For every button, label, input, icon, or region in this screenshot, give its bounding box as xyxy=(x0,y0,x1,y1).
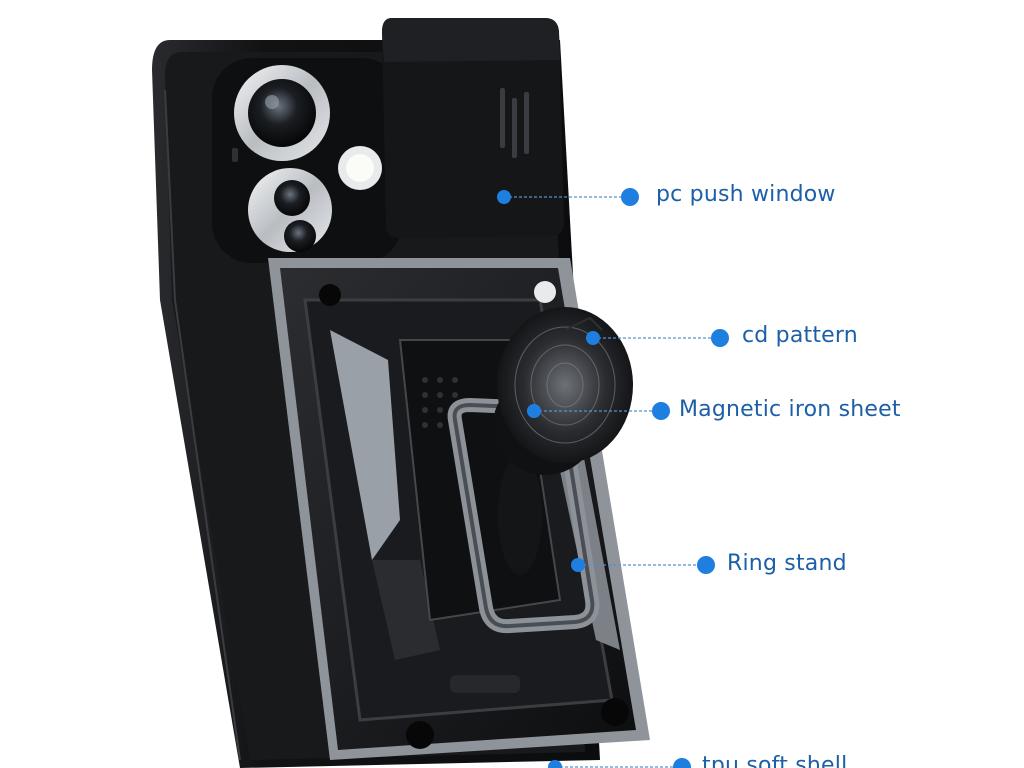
label-tpu-soft-shell: tpu soft shell xyxy=(702,753,848,768)
marker-dot xyxy=(548,760,562,768)
camera-lens-top xyxy=(248,79,316,147)
marker-dot xyxy=(673,758,691,768)
marker-dot xyxy=(697,556,715,574)
camera-module xyxy=(212,58,402,263)
magnetic-disc xyxy=(493,307,633,475)
marker-dot xyxy=(711,329,729,347)
marker-dot xyxy=(652,402,670,420)
cd-pattern xyxy=(497,307,633,463)
marker-dot xyxy=(586,331,600,345)
marker-dot xyxy=(497,190,511,204)
callout-leaders xyxy=(497,188,729,768)
label-pc-push-window: pc push window xyxy=(656,182,836,207)
label-ring-stand: Ring stand xyxy=(727,551,847,576)
marker-dot xyxy=(571,558,585,572)
marker-dot xyxy=(621,188,639,206)
ring-stand xyxy=(447,397,600,634)
label-cd-pattern: cd pattern xyxy=(742,323,858,348)
marker-dot xyxy=(527,404,541,418)
pc-push-window xyxy=(382,18,564,238)
label-magnetic-iron-sheet: Magnetic iron sheet xyxy=(679,397,901,422)
